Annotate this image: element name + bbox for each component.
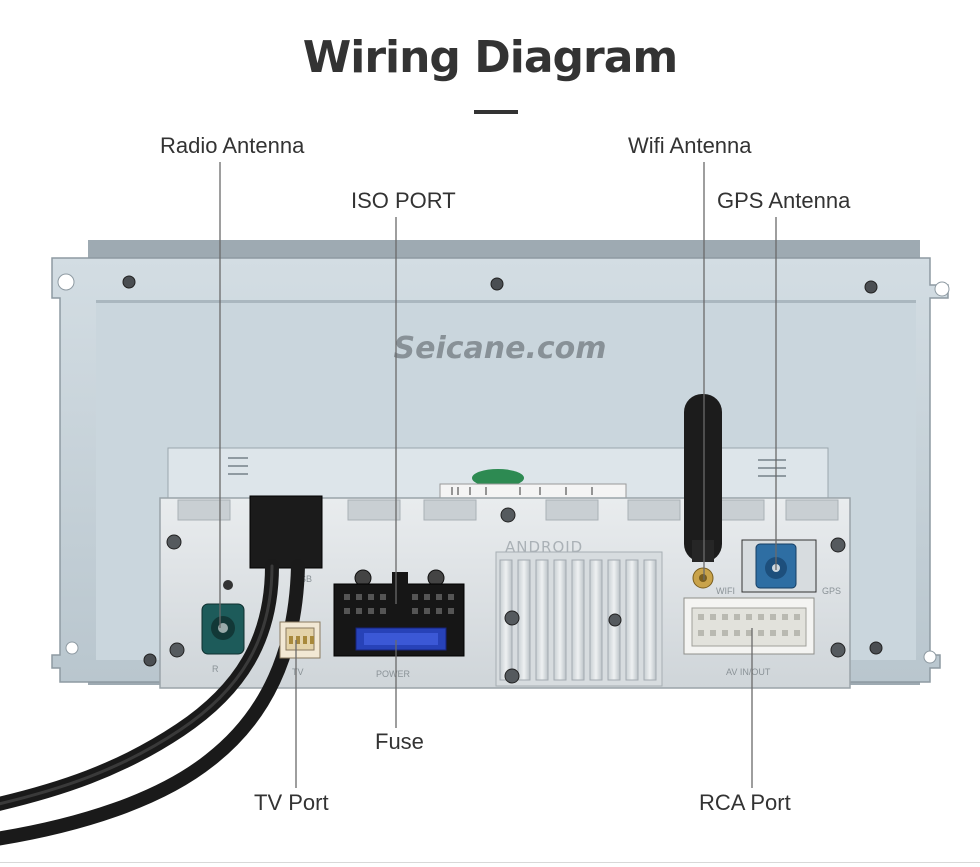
wifi-antenna xyxy=(684,394,722,589)
bottom-divider xyxy=(0,862,980,863)
android-marking: ANDROID xyxy=(505,538,583,556)
wifi-antenna-label: Wifi Antenna xyxy=(628,133,752,158)
radio-antenna-socket xyxy=(201,580,245,655)
heatsink xyxy=(495,551,663,687)
callout-leaders xyxy=(219,162,777,788)
page-title: Wiring Diagram xyxy=(302,32,679,83)
gps-antenna-label: GPS Antenna xyxy=(717,188,851,213)
rca-av-connector xyxy=(683,597,815,655)
radio-marking: R xyxy=(212,664,219,674)
gps-antenna-socket xyxy=(741,539,817,593)
iso-port-label: ISO PORT xyxy=(351,188,456,213)
title-underline xyxy=(474,110,518,114)
usb-connector xyxy=(249,495,323,569)
usb-marking: SB xyxy=(300,574,312,584)
rca-port-label: RCA Port xyxy=(699,790,791,815)
wifi-marking: WIFI xyxy=(716,586,735,596)
av-marking: AV IN/OUT xyxy=(726,667,771,677)
tv-port-label: TV Port xyxy=(254,790,329,815)
watermark-text: Seicane.com xyxy=(393,331,606,366)
tv-marking: TV xyxy=(292,667,304,677)
gps-marking: GPS xyxy=(822,586,841,596)
fuse-label: Fuse xyxy=(375,729,424,754)
tv-port-connector xyxy=(279,621,321,659)
power-marking: POWER xyxy=(376,669,411,679)
radio-antenna-label: Radio Antenna xyxy=(160,133,305,158)
